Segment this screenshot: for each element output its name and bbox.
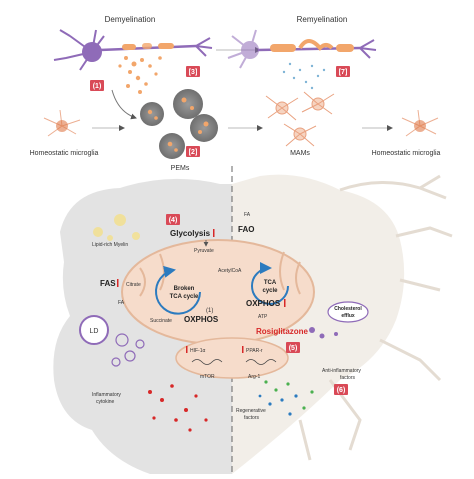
label-succinate: Succinate: [150, 318, 172, 324]
ppar-up-marker: [242, 346, 244, 353]
purple-vesicles: [111, 333, 145, 367]
cholesterol-efflux: Cholesterol efflux: [309, 301, 369, 339]
badge-3: [3]: [186, 66, 200, 77]
label-hif: HIF-1α: [190, 348, 206, 354]
label-homeostatic-right: Homeostatic microglia: [372, 150, 441, 157]
label-fa-left: FA: [118, 300, 125, 306]
header-remyelination: Remyelination: [297, 15, 348, 24]
cell-right-processes: [298, 174, 453, 461]
broken-tca-cycle: Broken TCA cycle: [155, 265, 201, 315]
label-arg1: Arg-1: [248, 374, 260, 380]
badge-2: [2]: [186, 146, 200, 157]
label-inflammatory-2: cytokine: [96, 399, 115, 405]
nucleus: [175, 337, 289, 379]
svg-text:[2]: [2]: [189, 149, 198, 156]
hif-up-marker: [186, 346, 188, 353]
lipid-droplets-top: [93, 214, 140, 241]
inflammatory-cytokines: [148, 384, 208, 432]
label-ppar: PPAR-r: [246, 348, 263, 354]
label-tca-1: TCA: [264, 280, 277, 286]
dna-left: [191, 359, 223, 365]
svg-text:[3]: [3]: [189, 69, 198, 76]
svg-text:(1): (1): [93, 83, 102, 90]
svg-text:Cholesterol: Cholesterol: [334, 306, 362, 312]
neuron-right: [227, 29, 259, 69]
badge-7: [7]: [336, 66, 350, 77]
label-pyruvate: Pyruvate: [194, 248, 214, 254]
label-glycolysis: Glycolysis: [170, 229, 211, 238]
label-pems: PEMs: [171, 165, 190, 172]
dna-right: [245, 359, 277, 365]
label-rosiglitazone: Rosiglitazone: [256, 327, 309, 336]
label-anti-inflammatory-1: Anti-inflammatory: [322, 368, 361, 374]
badge-5: (5): [286, 342, 300, 353]
remyelination-dots: [282, 62, 326, 90]
microglia-small-right: [401, 109, 439, 137]
label-tca-2: cycle: [262, 288, 278, 294]
glycolysis-up-marker: [213, 229, 215, 237]
svg-text:LD: LD: [90, 328, 99, 335]
label-regenerative-1: Regenerative: [236, 408, 266, 414]
arrow-curve-left: [111, 89, 137, 120]
label-mams: MAMs: [290, 150, 310, 157]
label-citrate: Citrate: [126, 282, 141, 288]
neuron-left: [53, 29, 213, 71]
label-mtor: mTOR: [200, 374, 215, 380]
label-regenerative-2: factors: [244, 415, 260, 421]
myelin-debris: [118, 56, 162, 94]
microglia-small-left: [43, 109, 81, 137]
label-acetylcoa: AcetylCoA: [218, 268, 242, 274]
svg-text:(6): (6): [337, 387, 346, 394]
label-atp: ATP: [258, 314, 268, 320]
badge-1: (1): [90, 80, 104, 91]
header-demyelination: Demyelination: [105, 15, 156, 24]
label-broken-tca-2: TCA cycle: [170, 294, 199, 300]
label-oxphos-right: OXPHOS: [246, 299, 281, 308]
label-homeostatic-left: Homeostatic microglia: [30, 150, 99, 157]
badge-6: (6): [334, 384, 348, 395]
pems-cluster: [140, 89, 218, 159]
label-anti-inflammatory-2: factors: [340, 375, 356, 381]
label-lipid-myelin: Lipid-rich Myelin: [92, 242, 128, 248]
lipid-droplet-ld: LD: [79, 315, 109, 345]
fas-up-marker: [117, 279, 119, 287]
svg-text:(4): (4): [169, 217, 178, 224]
neuron-right-axon: [257, 39, 377, 59]
svg-text:(5): (5): [289, 345, 298, 352]
badge-4: (4): [166, 214, 180, 225]
label-fao: FAO: [238, 225, 254, 234]
label-fa-top: FA: [244, 212, 251, 218]
svg-text:efflux: efflux: [341, 313, 355, 319]
label-fas: FAS: [100, 279, 116, 288]
svg-text:[7]: [7]: [339, 69, 348, 76]
tca-cycle: TCA cycle: [251, 262, 289, 305]
mams: [265, 91, 335, 147]
label-inflammatory-1: Inflammatory: [92, 392, 121, 398]
label-broken-tca-1: Broken: [174, 286, 195, 292]
label-badge-1-inline: (1): [206, 308, 213, 314]
anti-inflammatory-dots: [258, 380, 314, 416]
label-oxphos-left: OXPHOS: [184, 315, 219, 324]
oxphos-up-marker: [284, 299, 286, 307]
